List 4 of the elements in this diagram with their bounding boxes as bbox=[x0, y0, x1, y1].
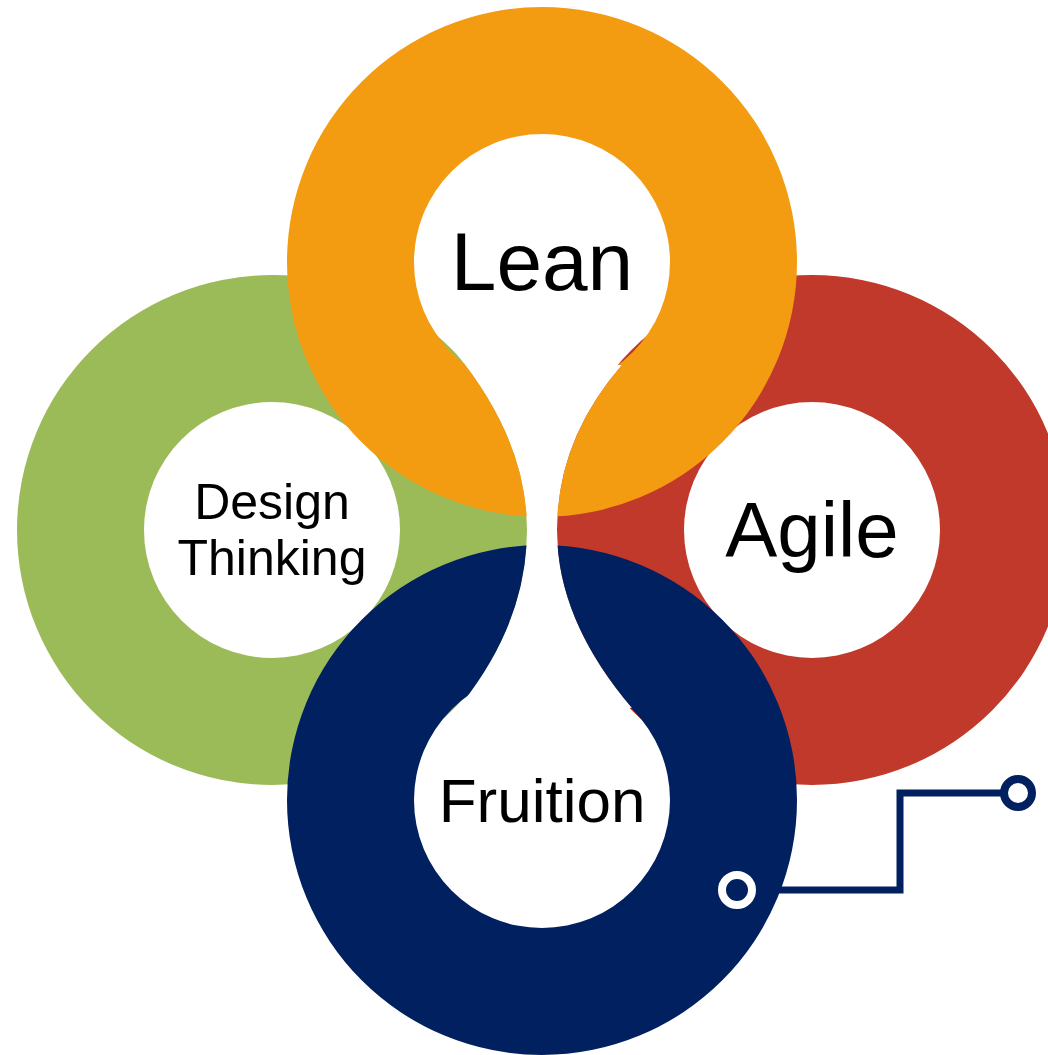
ring-label: Fruition bbox=[437, 765, 647, 835]
ring-label: Lean bbox=[449, 216, 635, 308]
ring-label: Agile bbox=[724, 486, 900, 574]
ring-label: Design Thinking bbox=[176, 474, 368, 586]
